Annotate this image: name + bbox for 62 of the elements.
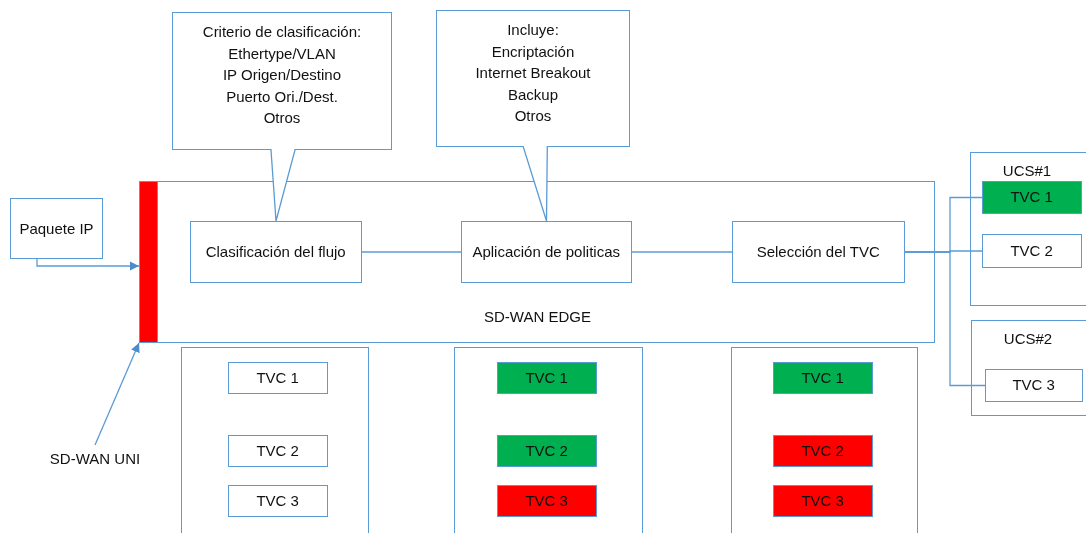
container-box <box>970 152 1086 306</box>
process-box <box>227 434 328 467</box>
connector-line <box>361 251 462 253</box>
process-box <box>227 484 328 517</box>
box-title: UCS#2 <box>1003 330 1053 348</box>
connector-line <box>904 251 986 387</box>
process-box <box>10 198 103 259</box>
box-text: TVC 3 <box>1012 376 1055 395</box>
callout-box <box>436 10 630 147</box>
box-text: Otros <box>263 108 301 129</box>
process-box <box>189 220 362 283</box>
box-text: TVC 2 <box>801 441 844 460</box>
box-text: Internet Breakout <box>475 63 591 84</box>
callout-box <box>172 12 392 150</box>
box-text: Criterio de clasificación: <box>202 22 362 42</box>
process-box <box>496 361 597 394</box>
box-text: Otros <box>514 106 552 127</box>
callout-pointer <box>522 145 548 222</box>
box-text: Paquete IP <box>19 219 94 238</box>
box-text: TVC 1 <box>1010 188 1053 207</box>
process-box <box>981 233 1082 268</box>
box-text: TVC 2 <box>256 441 299 460</box>
process-box <box>496 484 597 517</box>
process-box <box>731 220 905 283</box>
box-text: TVC 1 <box>525 368 568 387</box>
process-box <box>227 361 328 394</box>
panel-box <box>454 347 643 533</box>
interface-bar <box>138 180 158 343</box>
box-text: IP Origen/Destino <box>222 65 342 86</box>
process-box <box>772 434 873 467</box>
box-text: TVC 1 <box>256 368 299 387</box>
box-text: Backup <box>507 84 558 105</box>
box-text: Selección del TVC <box>756 242 880 261</box>
box-text: Clasificación del flujo <box>205 242 346 261</box>
interface-label: SD-WAN UNI <box>49 449 141 467</box>
box-text: Incluye: <box>507 20 559 40</box>
container-box <box>140 181 935 343</box>
box-text: TVC 1 <box>801 368 844 387</box>
box-text: TVC 2 <box>1010 241 1053 260</box>
box-text: Encriptación <box>491 41 575 62</box>
box-text: TVC 2 <box>525 441 568 460</box>
process-box <box>984 368 1083 402</box>
box-title: SD-WAN EDGE <box>484 308 591 326</box>
process-box <box>460 220 632 283</box>
box-text: TVC 3 <box>801 491 844 510</box>
process-box <box>772 361 873 394</box>
callout-pointer <box>270 148 296 222</box>
box-text: Ethertype/VLAN <box>228 43 336 64</box>
box-text: Puerto Ori./Dest. <box>226 86 338 107</box>
box-text: TVC 3 <box>256 491 299 510</box>
arrow <box>36 258 140 271</box>
connector-line <box>631 251 733 253</box>
process-box <box>772 484 873 517</box>
panel-box <box>181 347 369 533</box>
box-text: Aplicación de politicas <box>472 242 620 261</box>
box-title: UCS#1 <box>1002 162 1052 180</box>
container-box <box>971 320 1086 416</box>
arrow <box>94 342 140 446</box>
panel-box <box>731 347 918 533</box>
process-box <box>496 434 597 467</box>
process-box <box>981 180 1082 214</box>
box-text: TVC 3 <box>525 491 568 510</box>
